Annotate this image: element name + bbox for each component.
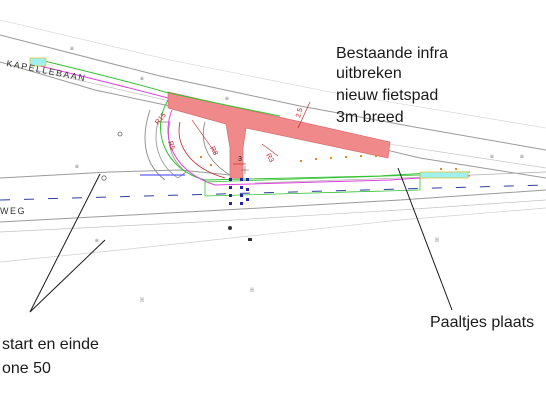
tick-mark: ≡ [490, 153, 494, 160]
dimension-radius-b: R8 [208, 146, 219, 157]
drawing-symbols: ≡ ≡ ≡ ≡ ≡ ≡ ≡ ℍ ℍ ℍ [70, 45, 524, 304]
dimension-radius-c: R5 [166, 140, 176, 151]
lower-road-centreline [0, 184, 546, 201]
tick-mark: ≡ [75, 163, 79, 170]
post [229, 202, 232, 205]
dimension-radius-a: R3 [264, 153, 275, 164]
tick-mark: ℍ [435, 237, 439, 244]
route-red-curve [178, 121, 226, 179]
post [240, 202, 243, 205]
upper-road-top-edge [0, 34, 546, 151]
route-lines [39, 59, 471, 197]
demolition-area [167, 91, 391, 179]
upper-road-inner-edge [34, 69, 546, 169]
annotation-zone-line1: start en einde [2, 336, 99, 353]
marker [210, 164, 212, 166]
bollard-posts [229, 178, 249, 205]
tick-mark: ≡ [520, 153, 524, 160]
dimension-width-a: 2.5 [295, 107, 304, 118]
tick-mark: ≡ [95, 237, 99, 244]
end-markers [29, 57, 469, 179]
tick-mark: ≡ [70, 45, 74, 52]
tick-mark: ≡ [225, 95, 229, 102]
end-marker-right [419, 171, 469, 179]
demolition-strip [167, 91, 391, 179]
dimension-line-width-a [297, 101, 311, 129]
lower-road [0, 169, 546, 263]
end-marker-left [29, 57, 47, 67]
route-green-box [204, 174, 421, 197]
annotation-infra-line4: 3m breed [336, 109, 404, 126]
leader-lines [29, 167, 453, 313]
leader-zone-upper [29, 173, 101, 313]
lower-road-bottom-edge [0, 189, 546, 223]
tick-mark: ≡ [140, 75, 144, 82]
tick-mark: ℍ [250, 287, 254, 294]
post [229, 178, 232, 181]
drain-symbol [248, 238, 252, 241]
annotation-zone-line2: one 50 [2, 360, 51, 377]
dimension-radius-d: R15 [154, 112, 168, 126]
radius-pointer [261, 143, 279, 157]
lower-road-top-edge-right [254, 171, 546, 184]
lamp-symbol [117, 131, 123, 137]
annotation-infra-line2: uitbreken [336, 65, 402, 82]
post [229, 186, 232, 189]
marker [315, 158, 317, 160]
leader-posts [397, 167, 453, 311]
post [246, 178, 249, 181]
marker [455, 168, 457, 170]
marker [440, 168, 442, 170]
lower-road-verge [0, 207, 546, 263]
dimension-width-b: 3 [238, 156, 242, 163]
upper-road [0, 19, 546, 179]
post [229, 194, 232, 197]
manhole-symbol [228, 226, 232, 230]
route-green-upper [39, 59, 281, 117]
post [240, 186, 243, 189]
route-magenta-upper [39, 65, 169, 99]
marker [300, 160, 302, 162]
lower-road-bottom-edge-2 [0, 199, 546, 233]
orange-markers [200, 155, 457, 170]
post [240, 178, 243, 181]
road-label-lower: WEG [0, 206, 26, 216]
radius-pointer [191, 119, 217, 155]
tick-mark: ℍ [140, 297, 144, 304]
leader-zone-lower [29, 239, 106, 313]
lamp-symbol [101, 175, 107, 181]
post [240, 194, 243, 197]
marker [200, 156, 202, 158]
post [246, 188, 249, 191]
tree-symbol [241, 166, 249, 174]
annotation-infra-line1: Bestaande infra [336, 45, 448, 62]
annotation-posts: Paaltjes plaats [430, 314, 534, 331]
annotation-infra-line3: nieuw fietspad [336, 87, 438, 104]
marker [345, 156, 347, 158]
marker [360, 155, 362, 157]
upper-road-outer-line [0, 19, 546, 129]
lower-road-top-edge [0, 169, 241, 179]
post [246, 198, 249, 201]
marker [375, 155, 377, 157]
junction-right-curve [202, 121, 231, 176]
marker [330, 157, 332, 159]
